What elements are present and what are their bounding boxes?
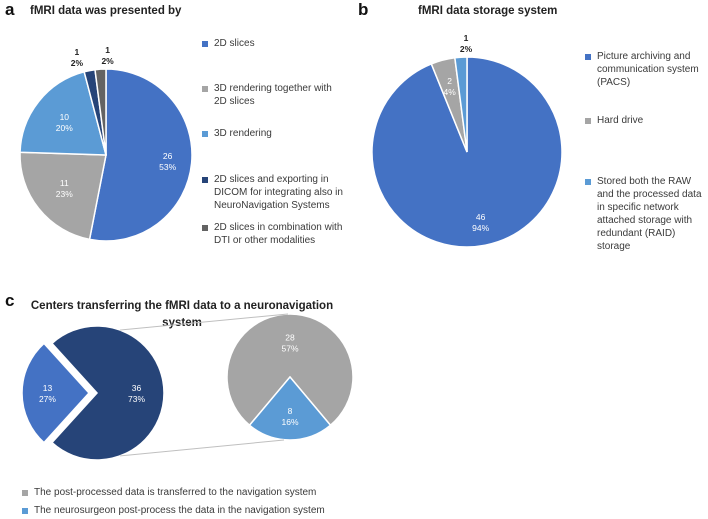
chart-a-value-label-4: 1	[105, 45, 110, 55]
chart-a-percent-label-1: 23%	[56, 189, 73, 199]
legend-b-swatch-1	[585, 118, 591, 124]
chart-c-main-value-label-0: 36	[132, 383, 142, 393]
chart-b-value-label-1: 2	[447, 76, 452, 86]
chart-c-main-percent-label-1: 27%	[39, 394, 56, 404]
legend-a-label-0: 2D slices	[214, 38, 255, 49]
legend-c-label-1: The neurosurgeon post-process the data i…	[34, 505, 325, 516]
chart-a-percent-label-4: 2%	[101, 56, 114, 66]
panel-letter-b: b	[358, 0, 369, 19]
chart-b-value-label-2: 1	[464, 33, 469, 43]
chart-c-main-value-label-1: 13	[43, 383, 53, 393]
chart-a-slice-2	[19, 70, 107, 156]
legend-a-item-1: 3D rendering together with 2D slices	[202, 82, 347, 108]
legend-b-label-2: Stored both the RAW and the processed da…	[597, 176, 702, 252]
legend-c-swatch-0	[22, 490, 28, 496]
chart-c-main-slice-1	[21, 342, 91, 444]
chart-c-connector-bottom	[119, 439, 285, 457]
legend-b-swatch-2	[585, 179, 591, 185]
legend-a-swatch-1	[202, 86, 208, 92]
chart-b-slice-2	[454, 56, 468, 153]
legend-a-swatch-0	[202, 41, 208, 47]
chart-a-slice-1	[19, 151, 107, 241]
chart-a-value-label-3: 1	[75, 47, 80, 57]
chart-b-percent-label-0: 94%	[472, 223, 489, 233]
legend-b-swatch-0	[585, 54, 591, 60]
legend-c-swatch-1	[22, 508, 28, 514]
legend-a-label-1: 3D rendering together with 2D slices	[214, 83, 332, 107]
chart-a-percent-label-3: 2%	[71, 58, 84, 68]
legend-a-label-2: 3D rendering	[214, 128, 272, 139]
chart-a-value-label-0: 26	[163, 151, 173, 161]
legend-a-swatch-4	[202, 225, 208, 231]
legend-a-label-4: 2D slices in combination with DTI or oth…	[214, 222, 343, 246]
panel-letter-c: c	[5, 291, 15, 310]
chart-a-percent-label-2: 20%	[56, 123, 73, 133]
chart-c-breakout-slice-1	[248, 375, 332, 441]
legend-a-label-3: 2D slices and exporting in DICOM for int…	[214, 174, 343, 211]
legend-a-swatch-2	[202, 131, 208, 137]
chart-c-breakout-value-label-0: 28	[285, 332, 295, 342]
chart-c-main-percent-label-0: 73%	[128, 394, 145, 404]
chart-b-title: fMRI data storage system	[418, 5, 558, 17]
chart-c-breakout-percent-label-1: 16%	[281, 417, 298, 427]
chart-a-title: fMRI data was presented by	[30, 5, 182, 17]
legend-b-item-2: Stored both the RAW and the processed da…	[585, 175, 707, 253]
legend-b-item-0: Picture archiving and communication syst…	[585, 50, 707, 89]
legend-b-label-1: Hard drive	[597, 115, 644, 126]
chart-b-percent-label-1: 4%	[444, 87, 457, 97]
legend-a-item-2: 3D rendering	[202, 127, 347, 140]
legend-a-item-0: 2D slices	[202, 37, 347, 50]
legend-b-item-1: Hard drive	[585, 114, 707, 127]
chart-c-title: Centers transferring the fMRI data to a …	[30, 300, 334, 329]
chart-c-main-slice-0	[50, 325, 165, 461]
legend-c-label-0: The post-processed data is transferred t…	[34, 487, 317, 498]
chart-b-percent-label-2: 2%	[460, 44, 473, 54]
legend-c-item-0: The post-processed data is transferred t…	[22, 486, 402, 499]
legend-c-item-1: The neurosurgeon post-process the data i…	[22, 504, 402, 517]
chart-b-value-label-0: 46	[476, 212, 486, 222]
panel-letter-a: a	[5, 0, 15, 19]
chart-a-value-label-2: 10	[60, 112, 70, 122]
chart-a-percent-label-0: 53%	[159, 162, 176, 172]
chart-a-value-label-1: 11	[60, 178, 69, 188]
legend-a-item-4: 2D slices in combination with DTI or oth…	[202, 221, 347, 247]
chart-a-slice-0	[88, 68, 193, 242]
chart-c-breakout-percent-label-0: 57%	[281, 343, 298, 353]
chart-a-slice-4	[94, 68, 107, 156]
chart-c-breakout-value-label-1: 8	[288, 406, 293, 416]
chart-c-breakout-slice-0	[226, 313, 354, 427]
chart-c-connector-top	[119, 313, 289, 331]
legend-a-swatch-3	[202, 177, 208, 183]
legend-b-label-0: Picture archiving and communication syst…	[597, 51, 699, 88]
legend-a-item-3: 2D slices and exporting in DICOM for int…	[202, 173, 347, 212]
